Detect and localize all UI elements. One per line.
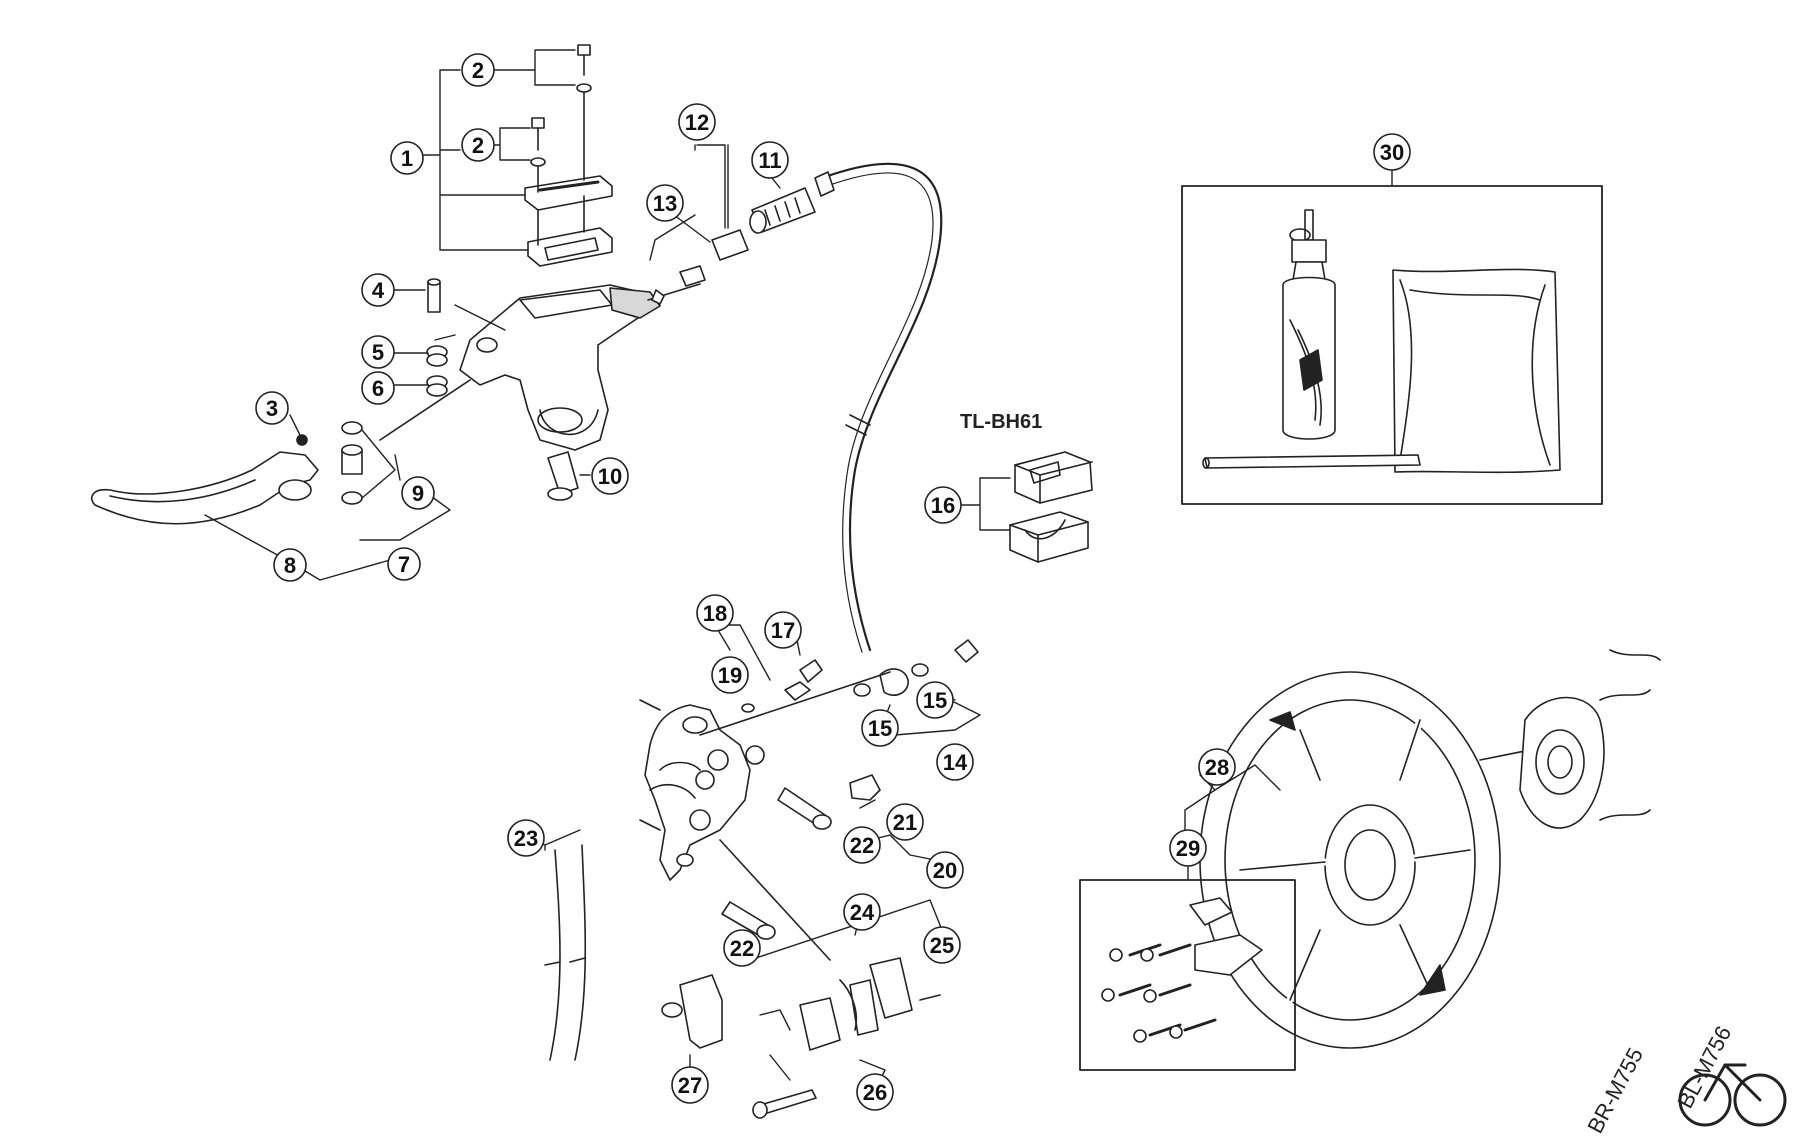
callout-24-number: 24 <box>850 900 875 925</box>
brake-pads-icon <box>544 844 941 1119</box>
callout-9: 9 <box>401 476 435 510</box>
callout-1: 1 <box>390 141 424 175</box>
callout-8-number: 8 <box>284 553 296 578</box>
callout-22b-number: 22 <box>730 936 754 961</box>
callout-10: 10 <box>591 457 629 495</box>
callout-20: 20 <box>926 851 964 889</box>
callout-30: 30 <box>1373 133 1411 171</box>
callout-3-number: 3 <box>266 396 278 421</box>
callout-22b: 22 <box>723 929 761 967</box>
callout-14-number: 14 <box>943 750 968 775</box>
callout-13: 13 <box>646 184 684 222</box>
callout-29-number: 29 <box>1176 836 1200 861</box>
callout-15a-number: 15 <box>868 716 892 741</box>
callout-24: 24 <box>843 893 881 931</box>
callout-3: 3 <box>255 391 289 425</box>
callout-26-number: 26 <box>863 1080 887 1105</box>
callout-15b-number: 15 <box>923 688 947 713</box>
callout-29: 29 <box>1169 829 1207 867</box>
callout-16-number: 16 <box>931 493 955 518</box>
callout-23: 23 <box>507 819 545 857</box>
callout-27: 27 <box>671 1066 709 1104</box>
callout-14: 14 <box>936 743 974 781</box>
callout-6-number: 6 <box>372 376 384 401</box>
callout-5: 5 <box>361 335 395 369</box>
callout-19-number: 19 <box>718 663 742 688</box>
callout-1-number: 1 <box>401 146 413 171</box>
callout-27-number: 27 <box>678 1073 702 1098</box>
callout-11-number: 11 <box>758 148 781 173</box>
callout-17: 17 <box>764 611 802 649</box>
callout-4: 4 <box>361 273 395 307</box>
callout-2b: 2 <box>461 128 495 162</box>
callout-15a: 15 <box>861 709 899 747</box>
callout-21: 21 <box>886 803 924 841</box>
callout-20-number: 20 <box>933 858 957 883</box>
callout-8: 8 <box>273 548 307 582</box>
callout-16: 16 <box>924 486 962 524</box>
disc-rotor-icon <box>1199 671 1501 1049</box>
callout-19: 19 <box>711 656 749 694</box>
callouts: 1 2 2 3 4 5 6 7 8 9 10 11 12 13 14 15 15… <box>255 53 1411 1111</box>
callout-2a-number: 2 <box>472 58 484 83</box>
callout-23-number: 23 <box>514 826 538 851</box>
callout-18-number: 18 <box>703 601 727 626</box>
callout-2a: 2 <box>461 53 495 87</box>
tool-label: TL-BH61 <box>960 411 1042 433</box>
mineral-oil-kit-icon <box>1181 185 1603 505</box>
brake-hose-icon <box>814 162 943 653</box>
bleed-block-icon <box>1009 451 1093 563</box>
callout-22a-number: 22 <box>850 833 874 858</box>
callout-2b-number: 2 <box>472 133 484 158</box>
bicycle-logo-icon <box>1678 1063 1787 1127</box>
callout-17-number: 17 <box>771 618 795 643</box>
callout-13-number: 13 <box>653 191 677 216</box>
callout-28-number: 28 <box>1205 755 1229 780</box>
callout-7-number: 7 <box>398 552 410 577</box>
callout-4-number: 4 <box>372 278 385 303</box>
callout-10-number: 10 <box>598 464 622 489</box>
hydraulic-brake-lever-icon <box>91 44 661 525</box>
hub-icon <box>1479 649 1661 829</box>
callout-28: 28 <box>1198 748 1236 786</box>
callout-25-number: 25 <box>930 933 954 958</box>
hose-fittings-icon <box>647 187 816 305</box>
callout-12: 12 <box>678 103 716 141</box>
model-label-br: BR-M755 <box>1582 1044 1648 1138</box>
brake-caliper-icon <box>639 639 979 961</box>
callout-25: 25 <box>923 926 961 964</box>
callout-6: 6 <box>361 371 395 405</box>
callout-15b: 15 <box>916 681 954 719</box>
callout-5-number: 5 <box>372 340 384 365</box>
callout-30-number: 30 <box>1380 140 1404 165</box>
callout-18: 18 <box>696 594 734 632</box>
callout-12-number: 12 <box>685 110 709 135</box>
callout-9-number: 9 <box>412 481 424 506</box>
callout-21-number: 21 <box>893 810 917 835</box>
callout-22a: 22 <box>843 826 881 864</box>
callout-26: 26 <box>856 1073 894 1111</box>
callout-11: 11 <box>751 141 789 179</box>
callout-7: 7 <box>387 547 421 581</box>
